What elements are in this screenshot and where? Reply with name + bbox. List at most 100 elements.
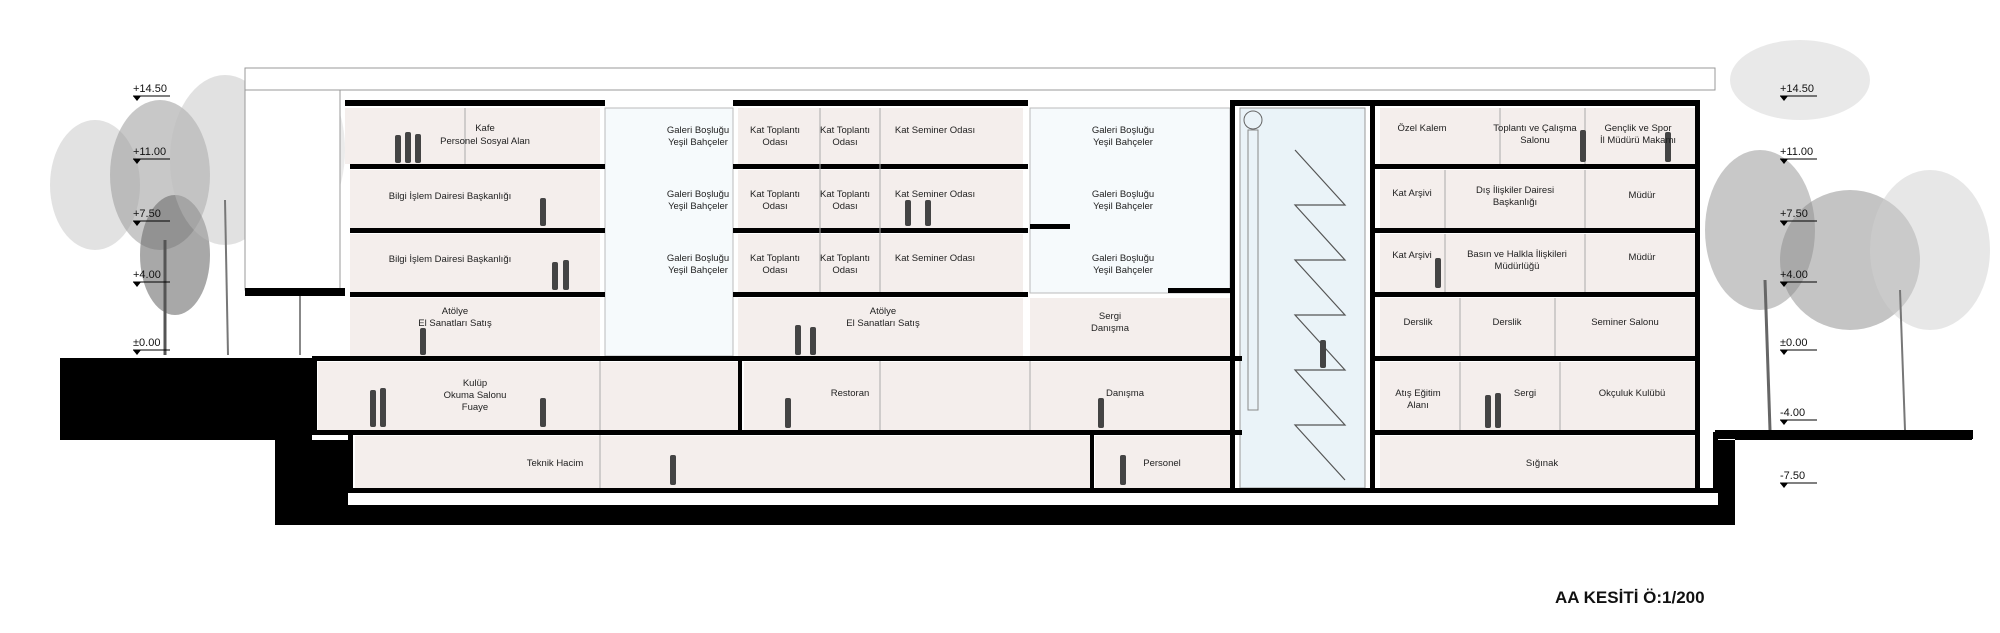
room-label: Kat Toplantı [750,189,800,200]
level-arrow-icon [1780,420,1788,425]
slab [1370,100,1700,106]
level-label: ±0.00 [133,337,160,349]
person-figure [810,327,816,355]
person-figure [905,200,911,226]
partitions [464,108,1586,488]
room-label: Kulüp [463,378,487,389]
person-figure [370,390,376,427]
room-label: Okçuluk Kulübü [1599,388,1666,399]
room-label: Yeşil Bahçeler [668,137,728,148]
room-fill [1380,234,1695,292]
level-arrow-icon [1780,159,1788,164]
structure [312,100,1718,493]
roof-parapet [244,67,1716,91]
galleries [604,107,1366,489]
room-label: El Sanatları Satış [846,318,920,329]
room-label: Galeri Boşluğu [1092,125,1154,136]
room-label: Kat Seminer Odası [895,253,975,264]
level-markers-right: +14.50 +11.00 +7.50 +4.00 ±0.00 -4.00 -7… [1780,83,1817,488]
ground-left [60,358,313,368]
elevator-shaft [1247,129,1259,411]
person-figure [552,262,558,290]
wall [312,361,317,435]
person-figure [563,260,569,290]
level-label: +7.50 [1780,208,1808,220]
level-arrow-icon [133,221,141,226]
slab [1370,228,1700,233]
level-arrow-icon [133,350,141,355]
level-arrow-icon [1780,350,1788,355]
person-figure [395,135,401,163]
level-label: -4.00 [1780,407,1805,419]
room-label: Kat Toplantı [750,253,800,264]
slab [312,356,1242,361]
level-label: +11.00 [133,146,166,158]
person-figure [1485,395,1491,428]
room-fill [738,298,1023,356]
room-label: Teknik Hacim [527,458,584,469]
level-arrow-icon [1780,96,1788,101]
room-label: İl Müdürü Makamı [1600,135,1676,146]
room-label: Toplantı ve Çalışma [1493,123,1577,134]
room-label: Galeri Boşluğu [1092,189,1154,200]
person-figure [670,455,676,485]
room-label: Galeri Boşluğu [667,125,729,136]
slab [350,164,605,169]
level-arrow-icon [133,282,141,287]
room-label: Derslik [1403,317,1432,328]
room-label: Salonu [1520,135,1550,146]
person-figure [1435,258,1441,288]
room-label: Kat Seminer Odası [895,125,975,136]
slab [1030,224,1070,229]
room-label: Atölye [442,306,468,317]
wall [1370,100,1375,490]
room-label: Okuma Salonu [444,390,507,401]
room-fill [1380,298,1695,356]
person-figure [1665,132,1671,162]
wall [348,435,353,490]
room-fill [1030,298,1230,356]
room-label: Fuaye [462,402,488,413]
wall [1230,100,1235,490]
level-label: +14.50 [1780,83,1814,95]
person-figure [415,134,421,163]
room-label: Kat Toplantı [820,189,870,200]
room-label: El Sanatları Satış [418,318,492,329]
level-label: +4.00 [133,269,161,281]
slab [348,488,1718,493]
slab [1230,100,1370,106]
ground-cut-poly [60,368,1972,525]
tree-trunk [1763,279,1772,431]
room-label: Kat Toplantı [820,125,870,136]
room-label: Başkanlığı [1493,197,1537,208]
room-label: Yeşil Bahçeler [668,201,728,212]
tree-crown [1730,40,1870,120]
room-fill [744,362,1230,430]
room-label: Sığınak [1526,458,1558,469]
level-label: +14.50 [133,83,167,95]
slab [1370,430,1700,435]
room-fill [355,436,1090,488]
room-label: Kat Arşivi [1392,250,1432,261]
level-label: ±0.00 [1780,337,1807,349]
person-figure [785,398,791,428]
room-label: Atış Eğitim [1395,388,1440,399]
slab [733,292,1028,297]
room-label: Gençlik ve Spor [1604,123,1671,134]
room-label: Kafe [475,123,495,134]
room-label: Dış İlişkiler Dairesi [1476,185,1554,196]
people [370,130,1671,485]
level-label: +11.00 [1780,146,1813,158]
room-label: Kat Arşivi [1392,188,1432,199]
slab [1370,292,1700,297]
person-figure [1320,340,1326,368]
room-label: Galeri Boşluğu [667,189,729,200]
room-label: Bilgi İşlem Dairesi Başkanlığı [389,191,512,202]
gallery-a [604,107,734,357]
slab [1370,164,1700,169]
tree-crown [1870,170,1990,330]
room-label: Odası [762,137,787,148]
person-figure [420,328,426,355]
room-fill [1380,170,1695,228]
person-figure [1120,455,1126,485]
